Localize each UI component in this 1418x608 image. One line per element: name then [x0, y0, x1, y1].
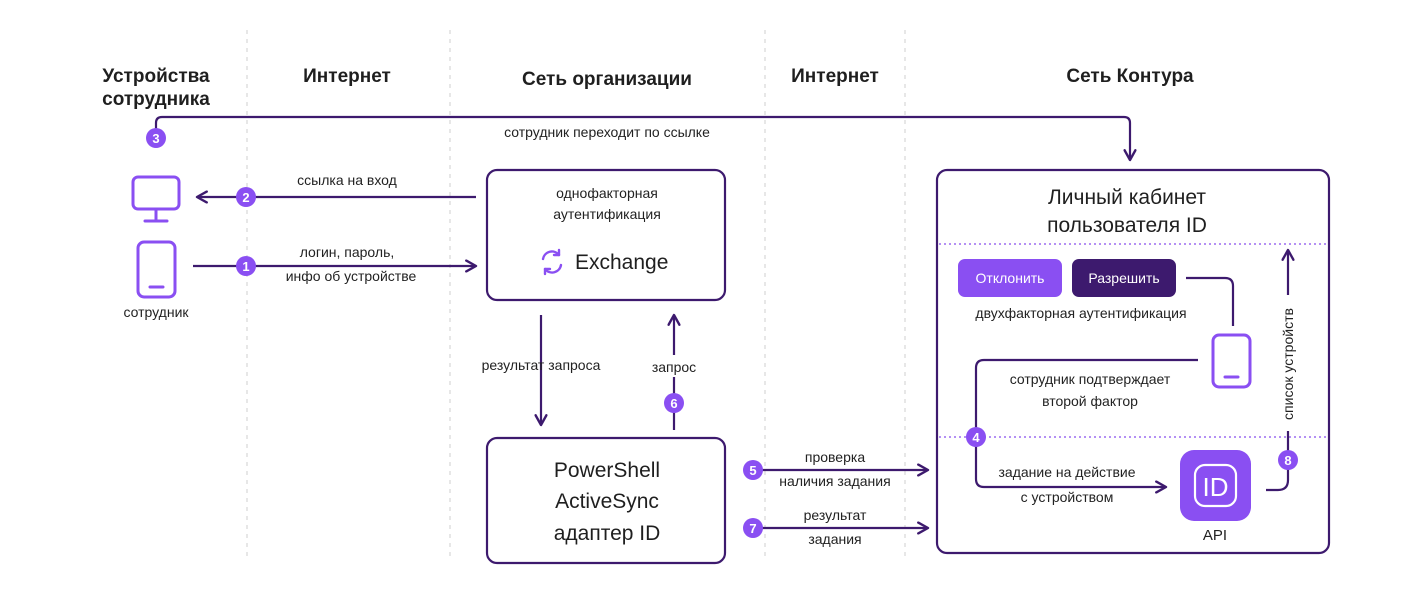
task-label-line2: с устройством: [1021, 489, 1114, 505]
step5-badge: [743, 460, 763, 480]
exchange-auth-line1: однофакторная: [556, 185, 658, 201]
confirm-to-allow-line: [1186, 276, 1235, 326]
adapter-line2: ActiveSync: [555, 490, 659, 513]
allow-button-label[interactable]: Разрешить: [1088, 270, 1159, 286]
step4-number: 4: [972, 430, 980, 445]
column-title-devices-line2: сотрудника: [102, 89, 210, 110]
step4-badge: [966, 427, 986, 447]
step2-badge: [236, 187, 256, 207]
step5-label-line2: наличия задания: [779, 473, 890, 489]
column-separators: [246, 30, 906, 560]
step8-badge: [1278, 450, 1298, 470]
adapter-line1: PowerShell: [554, 459, 660, 482]
phone-icon: [136, 240, 177, 299]
step4-arrow: [974, 358, 1198, 487]
monitor-icon: [131, 175, 181, 223]
step6-number: 6: [670, 396, 677, 411]
request-label-bg: [640, 355, 708, 377]
phone-icon: [1211, 333, 1252, 389]
exchange-name: Exchange: [575, 251, 668, 274]
exchange-auth-line2: аутентификация: [553, 206, 661, 222]
confirm-label-line1: сотрудник подтверждает: [1010, 371, 1171, 387]
employee-label: сотрудник: [123, 304, 189, 320]
exchange-box: [485, 168, 727, 302]
request-label: запрос: [652, 359, 696, 375]
adapter-line3: адаптер ID: [554, 522, 661, 545]
step3-label: сотрудник переходит по ссылке: [504, 124, 710, 140]
step3-number: 3: [152, 131, 159, 146]
cabinet-title-line2: пользователя ID: [1047, 214, 1207, 237]
task-label-line1: задание на действие: [998, 464, 1135, 480]
step1-label-line2: инфо об устройстве: [286, 268, 417, 284]
step3-arrow: [154, 115, 1130, 160]
step7-number: 7: [749, 521, 756, 536]
step8-arrow: [1266, 250, 1288, 492]
column-title-kontur-network: Сеть Контура: [1066, 66, 1194, 87]
two-factor-label: двухфакторная аутентификация: [975, 305, 1186, 321]
step7-badge: [743, 518, 763, 538]
step1-badge: [236, 256, 256, 276]
cabinet-title-line1: Личный кабинет: [1048, 186, 1206, 209]
api-icon-frame: [1193, 463, 1238, 508]
step7-label-line1: результат: [804, 507, 867, 523]
adapter-box: [485, 436, 727, 565]
column-title-org-network: Сеть организации: [522, 69, 692, 90]
step5-label-line1: проверка: [805, 449, 865, 465]
device-list-label: список устройств: [1280, 308, 1296, 420]
api-label: API: [1203, 527, 1227, 544]
step6-badge: [664, 393, 684, 413]
confirm-label-line2: второй фактор: [1042, 393, 1138, 409]
step3-badge: [146, 128, 166, 148]
step8-number: 8: [1284, 453, 1291, 468]
column-title-internet-left: Интернет: [303, 66, 391, 87]
device-list-label-bg: [1278, 295, 1298, 431]
column-title-devices: Устройства: [102, 66, 210, 87]
allow-button-bg[interactable]: [1072, 259, 1176, 297]
reject-button-bg[interactable]: [958, 259, 1062, 297]
request-result-label: результат запроса: [482, 357, 601, 373]
step1-label-line1: логин, пароль,: [300, 244, 395, 260]
api-logo: ID: [1203, 472, 1229, 502]
sync-icon: [541, 248, 563, 276]
reject-button[interactable]: Отклонить: [958, 259, 1062, 297]
step5-number: 5: [749, 463, 756, 478]
step1-number: 1: [242, 259, 249, 274]
step2-number: 2: [242, 190, 249, 205]
column-title-internet-right: Интернет: [791, 66, 879, 87]
allow-button[interactable]: Разрешить: [1072, 259, 1176, 297]
step7-label-line2: задания: [808, 531, 861, 547]
step2-label: ссылка на вход: [297, 172, 397, 188]
reject-button-label[interactable]: Отклонить: [976, 270, 1045, 286]
